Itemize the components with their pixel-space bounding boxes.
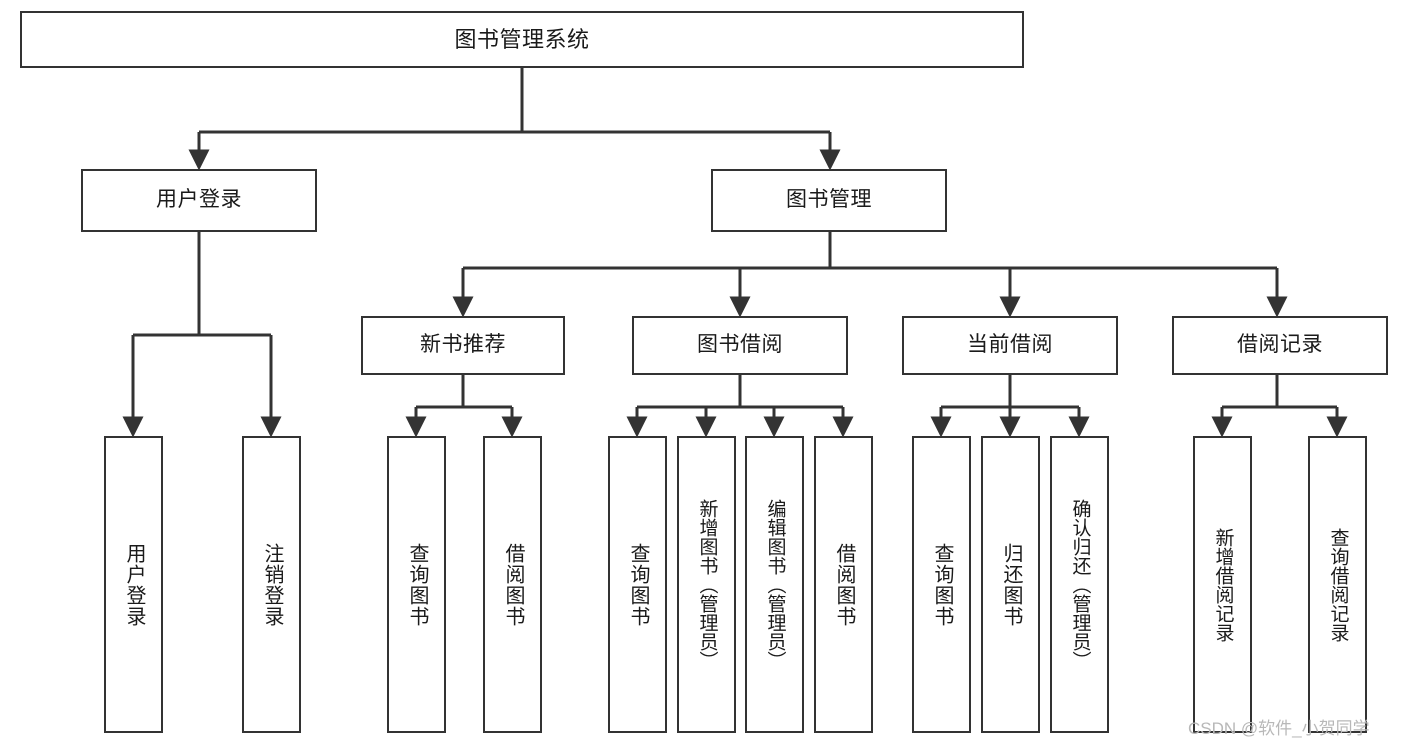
node-leaf-bookborrow-borrow[interactable]: 借阅图书 [814,436,873,733]
node-leaf-bookborrow-query-label: 查询图书 [627,542,649,627]
node-book-management-label: 图书管理 [786,188,872,212]
node-leaf-borrowrecord-add-label: 新增借阅记录 [1212,527,1234,642]
node-leaf-user-login-logout-label: 注销登录 [261,542,283,627]
node-new-book-recommend[interactable]: 新书推荐 [361,316,565,375]
node-leaf-bookborrow-query[interactable]: 查询图书 [608,436,667,733]
csdn-watermark: CSDN @软件_小贺同学 [1188,719,1370,738]
node-leaf-bookborrow-add[interactable]: 新增图书（管理员） [677,436,736,733]
node-leaf-currentborrow-confirm[interactable]: 确认归还（管理员） [1050,436,1109,733]
node-current-borrow[interactable]: 当前借阅 [902,316,1118,375]
node-leaf-bookborrow-edit[interactable]: 编辑图书（管理员） [745,436,804,733]
node-leaf-bookborrow-edit-label: 编辑图书（管理员） [764,499,786,670]
node-current-borrow-label: 当前借阅 [967,333,1053,357]
node-user-login-label: 用户登录 [156,188,242,212]
node-leaf-user-login-login-label: 用户登录 [123,542,145,627]
node-leaf-borrowrecord-add[interactable]: 新增借阅记录 [1193,436,1252,733]
node-leaf-currentborrow-return[interactable]: 归还图书 [981,436,1040,733]
node-leaf-user-login-logout[interactable]: 注销登录 [242,436,301,733]
node-new-book-recommend-label: 新书推荐 [420,333,506,357]
node-leaf-currentborrow-query[interactable]: 查询图书 [912,436,971,733]
node-leaf-newbook-borrow[interactable]: 借阅图书 [483,436,542,733]
node-leaf-bookborrow-add-label: 新增图书（管理员） [696,499,718,670]
node-leaf-user-login-login[interactable]: 用户登录 [104,436,163,733]
node-leaf-bookborrow-borrow-label: 借阅图书 [833,542,855,627]
node-book-borrow[interactable]: 图书借阅 [632,316,848,375]
node-leaf-newbook-borrow-label: 借阅图书 [502,542,524,627]
node-leaf-currentborrow-confirm-label: 确认归还（管理员） [1069,499,1091,670]
node-leaf-newbook-query-label: 查询图书 [406,542,428,627]
node-leaf-newbook-query[interactable]: 查询图书 [387,436,446,733]
node-book-borrow-label: 图书借阅 [697,333,783,357]
node-borrow-record[interactable]: 借阅记录 [1172,316,1388,375]
node-leaf-currentborrow-return-label: 归还图书 [1000,542,1022,627]
node-borrow-record-label: 借阅记录 [1237,333,1323,357]
node-root-system[interactable]: 图书管理系统 [20,11,1024,68]
node-leaf-borrowrecord-query[interactable]: 查询借阅记录 [1308,436,1367,733]
node-leaf-currentborrow-query-label: 查询图书 [931,542,953,627]
node-root-system-label: 图书管理系统 [454,26,590,52]
node-user-login[interactable]: 用户登录 [81,169,317,232]
node-leaf-borrowrecord-query-label: 查询借阅记录 [1327,527,1349,642]
node-book-management[interactable]: 图书管理 [711,169,947,232]
